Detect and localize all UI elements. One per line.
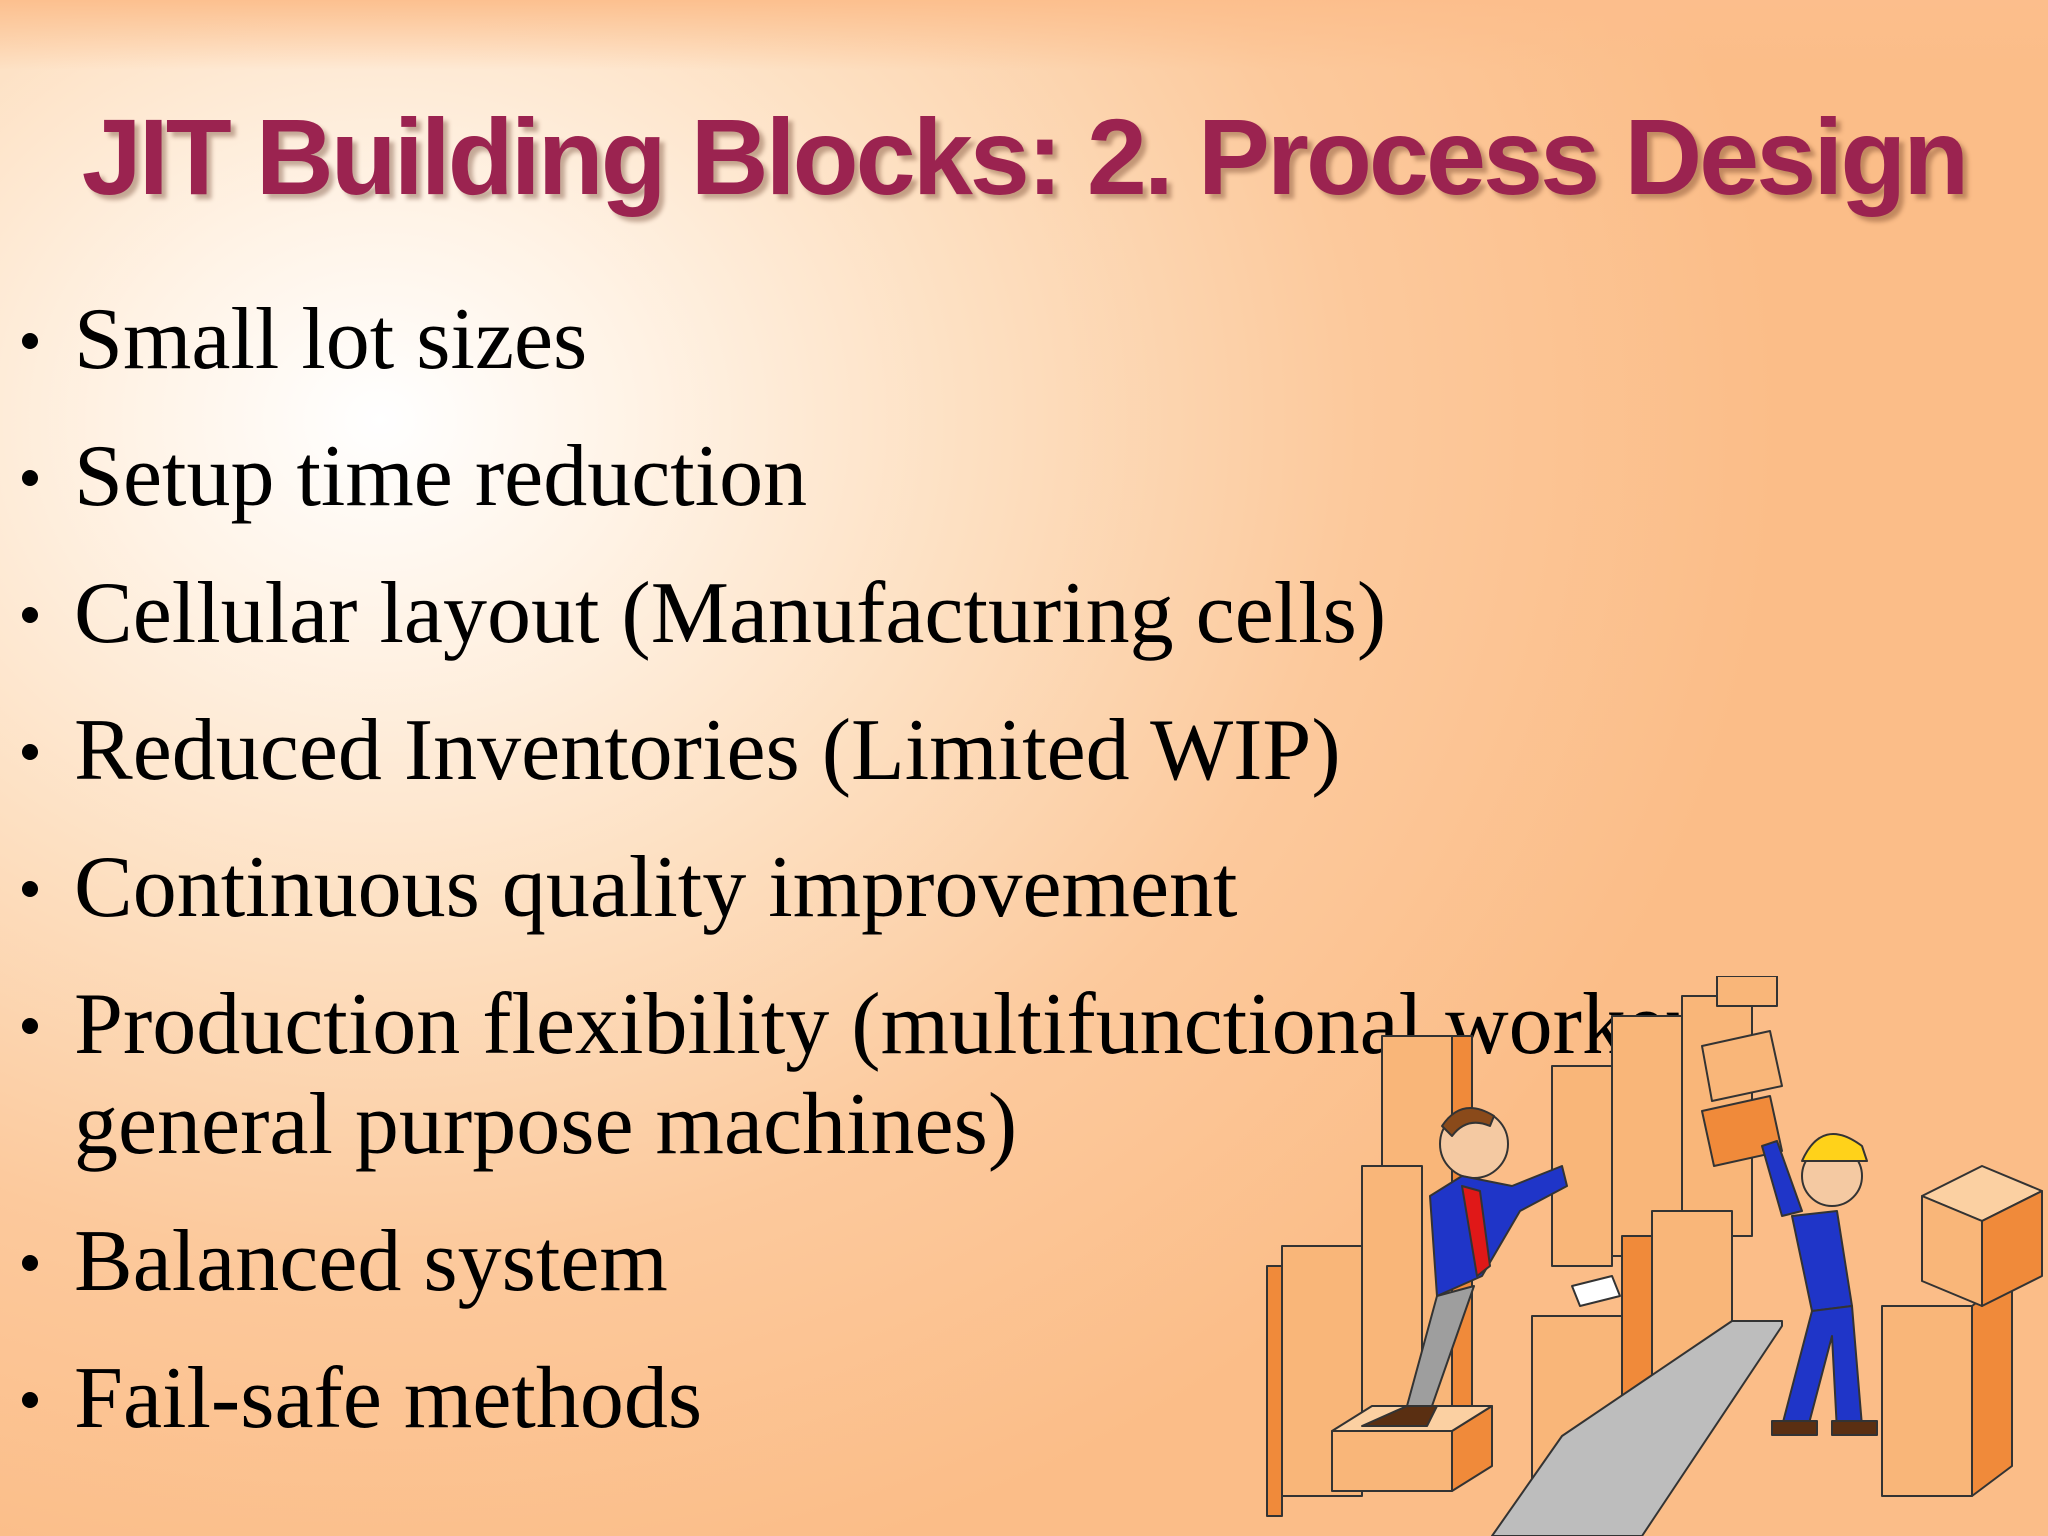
- bullet-text: Fail-safe methods: [74, 1350, 703, 1447]
- bullet-text: Production flexibility (multifunctional …: [74, 976, 1751, 1173]
- bullet-icon: [22, 470, 38, 486]
- bullet-item: Reduced Inventories (Limited WIP): [20, 701, 1980, 801]
- slide-title: JIT Building Blocks: 2. Process Design: [81, 96, 1970, 217]
- bullet-item: Balanced system: [20, 1212, 1980, 1312]
- bullet-item: Cellular layout (Manufacturing cells): [20, 564, 1980, 664]
- bullet-list: Small lot sizes Setup time reduction Cel…: [20, 290, 1980, 1486]
- bullet-text: Continuous quality improvement: [74, 839, 1238, 936]
- bullet-text: Cellular layout (Manufacturing cells): [74, 565, 1387, 662]
- bullet-text: Setup time reduction: [74, 428, 808, 525]
- bullet-icon: [22, 881, 38, 897]
- bullet-icon: [22, 1392, 38, 1408]
- bullet-text: Small lot sizes: [74, 291, 588, 388]
- bullet-text: Reduced Inventories (Limited WIP): [74, 702, 1341, 799]
- bullet-icon: [22, 1018, 38, 1034]
- bullet-item: Production flexibility (multifunctional …: [20, 975, 1980, 1175]
- bullet-icon: [22, 333, 38, 349]
- bullet-text: Balanced system: [74, 1213, 668, 1310]
- bullet-icon: [22, 607, 38, 623]
- bullet-item: Continuous quality improvement: [20, 838, 1980, 938]
- bullet-icon: [22, 744, 38, 760]
- bullet-icon: [22, 1255, 38, 1271]
- workers-with-boxes-clipart: [1266, 976, 2043, 1536]
- bullet-item: Small lot sizes: [20, 290, 1980, 390]
- bullet-item: Setup time reduction: [20, 427, 1980, 527]
- bullet-item: Fail-safe methods: [20, 1349, 1980, 1449]
